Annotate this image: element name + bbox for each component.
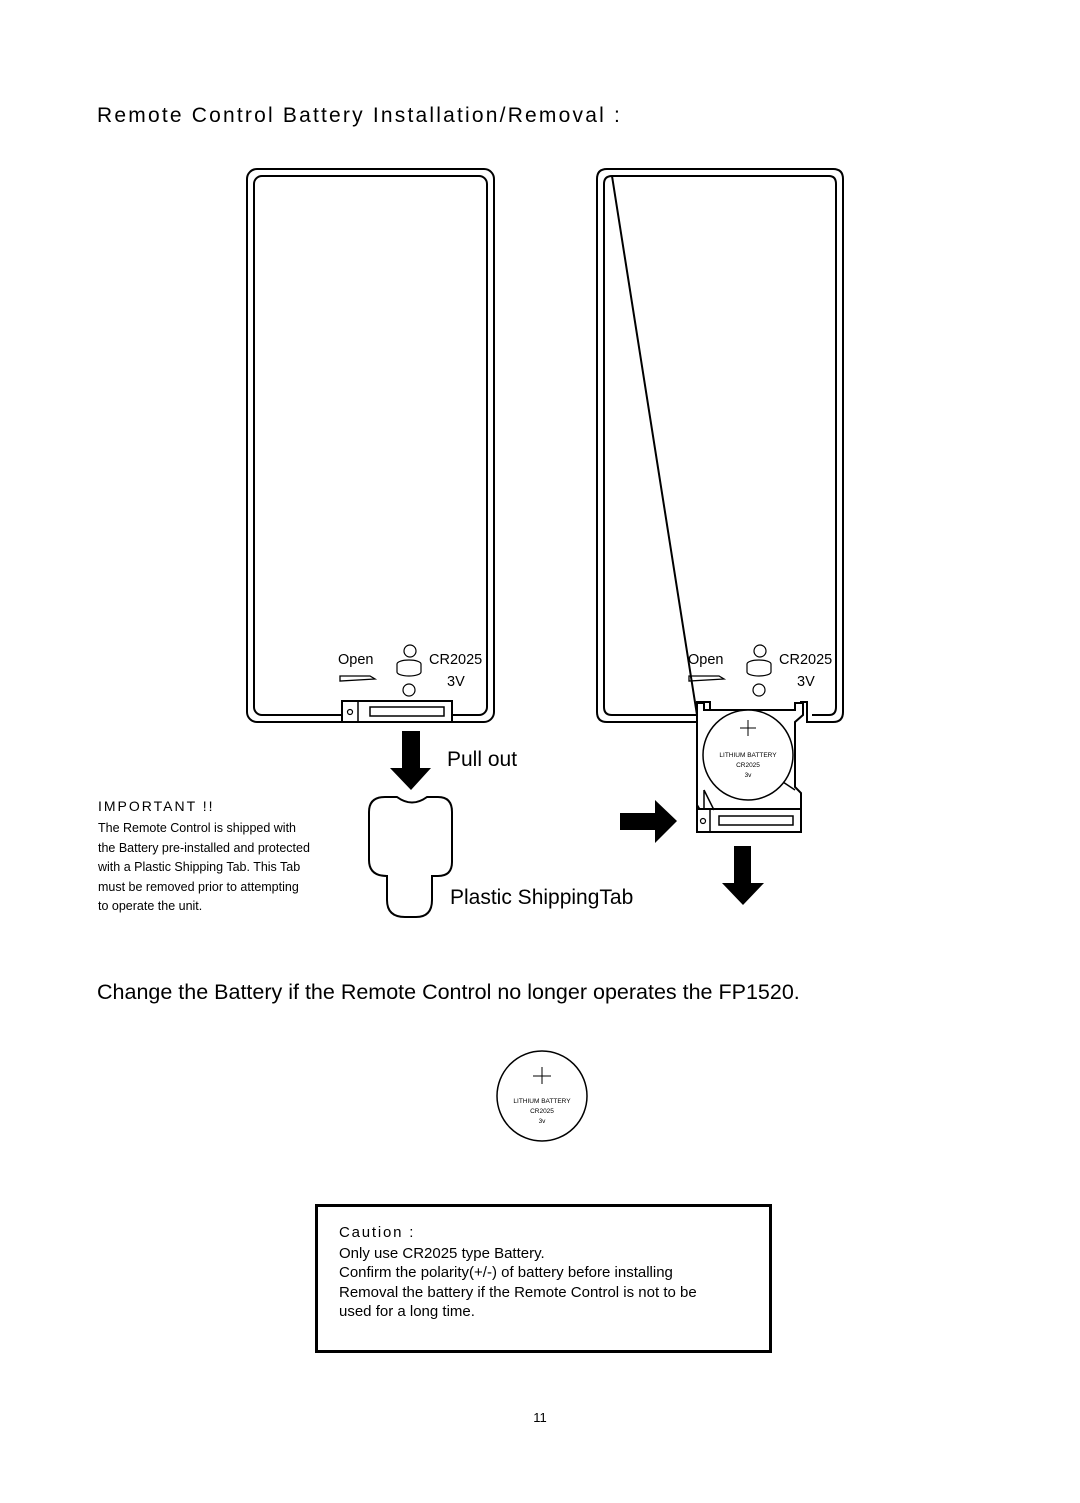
important-line: The Remote Control is shipped with	[98, 821, 297, 835]
arrow-down-icon	[390, 731, 431, 790]
caution-line: Only use CR2025 type Battery.	[339, 1245, 545, 1262]
caution-line: Confirm the polarity(+/-) of battery bef…	[339, 1264, 673, 1281]
arrow-down-icon	[722, 846, 764, 905]
open-label-left: Open	[338, 652, 374, 668]
shipping-tab-shape	[368, 796, 453, 918]
arrow-right-icon	[620, 800, 677, 843]
battery-voltage-right: 3V	[797, 674, 815, 690]
coin-cell-label-3: 3v	[539, 1118, 547, 1125]
battery-voltage-left: 3V	[447, 674, 465, 690]
coin-cell-label-2: CR2025	[530, 1108, 554, 1115]
change-battery-text: Change the Battery if the Remote Control…	[97, 980, 800, 1004]
coin-cell: LITHIUM BATTERY CR2025 3v	[496, 1050, 588, 1142]
coin-cell-label-1: LITHIUM BATTERY	[513, 1098, 571, 1105]
tray-cell-label-2: CR2025	[736, 762, 760, 769]
caution-line: used for a long time.	[339, 1303, 475, 1320]
pull-out-label: Pull out	[447, 748, 518, 771]
tray-cell-label-1: LITHIUM BATTERY	[719, 752, 777, 759]
battery-icon	[396, 644, 422, 697]
battery-model-right: CR2025	[779, 652, 833, 668]
shipping-tab-label: Plastic ShippingTab	[450, 886, 634, 909]
battery-icon	[746, 644, 772, 697]
battery-model-left: CR2025	[429, 652, 483, 668]
important-line: to operate the unit.	[98, 899, 203, 913]
open-label-right: Open	[688, 652, 724, 668]
remote-left	[246, 168, 495, 723]
open-arrow-icon	[688, 675, 727, 682]
important-line: the Battery pre-installed and protected	[98, 840, 310, 855]
caution-heading: Caution :	[339, 1224, 416, 1241]
important-line: with a Plastic Shipping Tab. This Tab	[98, 860, 301, 874]
caution-line: Removal the battery if the Remote Contro…	[339, 1284, 697, 1301]
page-title: Remote Control Battery Installation/Remo…	[97, 104, 623, 127]
important-body: The Remote Control is shipped with the B…	[98, 819, 368, 917]
important-line: must be removed prior to attempting	[98, 879, 299, 894]
important-heading: IMPORTANT !!	[98, 798, 215, 814]
remote-right: LITHIUM BATTERY CR2025 3v	[596, 168, 844, 833]
tray-cell-label-3: 3v	[745, 772, 753, 779]
open-arrow-icon	[339, 675, 378, 682]
caution-box: Caution : Only use CR2025 type Battery. …	[315, 1204, 772, 1353]
page-number: 11	[533, 1410, 547, 1425]
